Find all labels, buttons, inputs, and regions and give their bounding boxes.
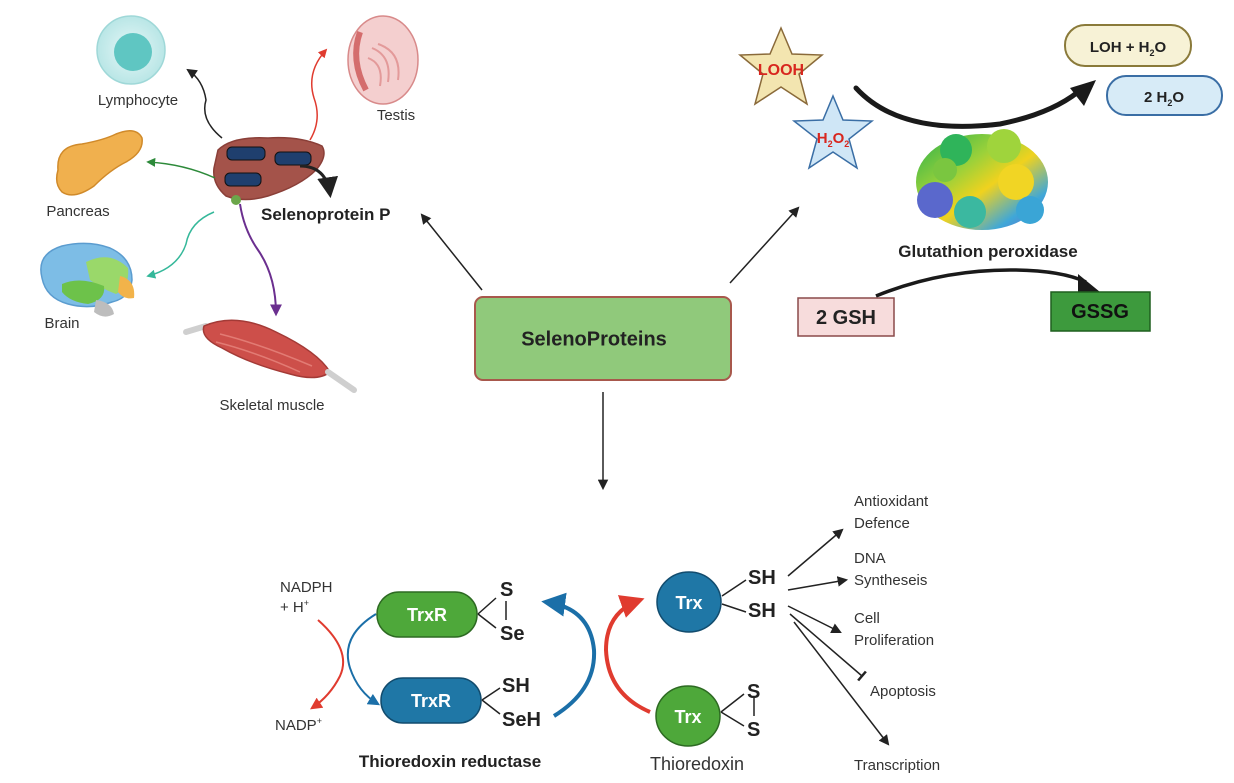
skeletal-muscle-label: Skeletal muscle (219, 397, 324, 414)
testis-label: Testis (377, 107, 415, 124)
arrow-to-peroxidase (729, 206, 800, 284)
glutathione-peroxidase-label: Glutathion peroxidase (898, 242, 1077, 261)
trxr-reduced: TrxR (380, 677, 482, 724)
gssg-label: GSSG (1071, 301, 1129, 323)
liver-icon (213, 136, 325, 205)
arrow-liver-to-pancreas (146, 157, 216, 179)
loh-h2o-box: LOH + H2O (1064, 24, 1192, 67)
arrow-to-products-head (1070, 80, 1096, 106)
trx-oxidized: Trx (655, 685, 721, 747)
loh-h2o-label: LOH + H2O (1090, 39, 1167, 58)
arrow-to-selenoprotein-p (420, 213, 483, 291)
trx-oxidized-s-top: S (747, 681, 760, 703)
inhibit-apoptosis (789, 613, 867, 682)
dna-label: DNA (854, 550, 886, 567)
2h2o-box: 2 H2O (1106, 75, 1223, 116)
trx-oxidized-bonds (720, 693, 755, 727)
selenoproteins-label: SelenoProteins (521, 328, 667, 350)
h-plus-label: + H+ (280, 598, 309, 616)
trxr-oxidized-label: TrxR (407, 605, 447, 625)
trx-reduced-label: Trx (675, 593, 702, 613)
arrow-liver-to-muscle (239, 203, 282, 317)
trxr-oxidized-bonds (477, 597, 507, 629)
looh-star: LOOH (737, 26, 825, 106)
trx-oxidized-s-bottom: S (747, 719, 760, 741)
lymphocyte-label: Lymphocyte (98, 92, 178, 109)
gsh-label: 2 GSH (816, 307, 876, 329)
arrow-nadph-to-nadp (310, 619, 345, 710)
h2o2-star: H2O2 (791, 94, 875, 170)
antioxidant-label: Antioxidant (854, 493, 929, 510)
arrow-liver-to-brain (146, 211, 215, 279)
selenoproteins-node: SelenoProteins (474, 296, 732, 381)
arrow-gsh-to-gssg (875, 268, 1087, 298)
selenoprotein-p-label: Selenoprotein P (261, 205, 390, 224)
defence-label: Defence (854, 515, 910, 532)
trx-reduced-sh-bottom: SH (748, 600, 776, 622)
nadp-label: NADP+ (275, 716, 322, 734)
trxr-reduced-seh: SeH (502, 709, 541, 731)
brain-icon (40, 242, 135, 317)
arrow-liver-to-selenoprotein-p (299, 164, 339, 199)
trx-oxidized-label: Trx (674, 707, 701, 727)
cell-label: Cell (854, 610, 880, 627)
trxr-reduced-bonds (481, 687, 501, 715)
trxr-reduced-label: TrxR (411, 691, 451, 711)
pancreas-icon (55, 130, 143, 196)
trxr-oxidized-se: Se (500, 623, 524, 645)
skeletal-muscle-icon (183, 319, 357, 393)
arrow-antioxidant (787, 528, 844, 577)
arrow-liver-to-lymphocyte (186, 68, 223, 139)
arrow-dna (787, 576, 849, 591)
apoptosis-label: Apoptosis (870, 683, 936, 700)
arrow-trx-reduction-red (603, 595, 651, 714)
brain-label: Brain (44, 315, 79, 332)
pancreas-label: Pancreas (46, 203, 109, 220)
arrow-trxr-to-trx-blue (541, 592, 597, 718)
trxr-oxidized-s: S (500, 579, 513, 601)
gsh-box: 2 GSH (797, 297, 895, 337)
arrow-trxr-reduction (346, 613, 381, 706)
gssg-box: GSSG (1050, 291, 1151, 332)
arrow-cell (787, 605, 842, 633)
arrow-to-products (853, 85, 1081, 129)
proliferation-label: Proliferation (854, 632, 934, 649)
thioredoxin-label: Thioredoxin (650, 754, 744, 774)
arrow-gsh-to-gssg-head (1078, 274, 1100, 294)
arrow-transcription (793, 621, 890, 746)
synthesis-label: Syntheseis (854, 572, 927, 589)
transcription-label: Transcription (854, 757, 940, 774)
glutathione-peroxidase-protein-icon (916, 129, 1048, 230)
looh-label: LOOH (758, 62, 804, 79)
2h2o-label: 2 H2O (1144, 89, 1184, 108)
arrow-liver-to-testis (309, 48, 328, 141)
thioredoxin-reductase-label: Thioredoxin reductase (359, 752, 541, 771)
trx-reduced-bonds (721, 579, 747, 613)
nadph-label: NADPH (280, 579, 333, 596)
lymphocyte-icon (96, 15, 166, 85)
trxr-reduced-sh: SH (502, 675, 530, 697)
trxr-oxidized: TrxR (376, 591, 478, 638)
trx-reduced-sh-top: SH (748, 567, 776, 589)
h2o2-label: H2O2 (817, 130, 850, 149)
trx-reduced: Trx (656, 571, 722, 633)
testis-icon (347, 15, 419, 105)
